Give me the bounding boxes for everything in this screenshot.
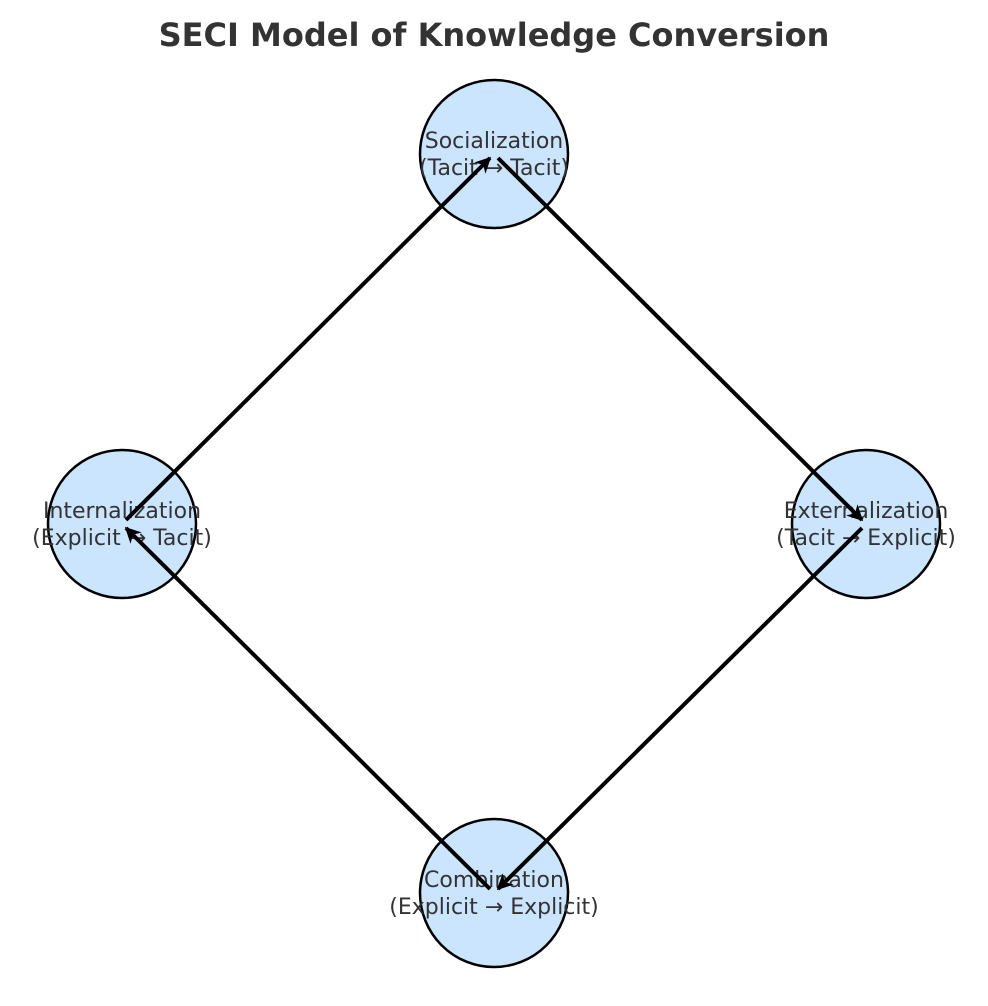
node-socialization-conversion: (Tacit → Tacit) — [419, 156, 569, 181]
arrow-externalization-to-combination — [496, 526, 864, 891]
node-internalization: Internalization (Explicit → Tacit) — [32, 448, 212, 600]
node-externalization: Externalization (Tacit → Explicit) — [776, 448, 956, 600]
node-combination-name: Combination — [424, 868, 564, 893]
nodes-layer: Socialization (Tacit → Tacit) Externaliz… — [32, 78, 956, 969]
node-socialization-name: Socialization — [425, 129, 564, 154]
node-combination: Combination (Explicit → Explicit) — [389, 817, 599, 969]
node-externalization-conversion: (Tacit → Explicit) — [776, 526, 956, 551]
arrow-internalization-to-socialization — [124, 156, 492, 522]
node-externalization-name: Externalization — [784, 499, 949, 524]
node-internalization-name: Internalization — [43, 499, 201, 524]
node-combination-conversion: (Explicit → Explicit) — [389, 895, 598, 920]
node-internalization-conversion: (Explicit → Tacit) — [32, 526, 212, 551]
diagram-title: SECI Model of Knowledge Conversion — [159, 16, 830, 54]
arrow-socialization-to-externalization — [496, 156, 864, 522]
arrow-combination-to-internalization — [124, 526, 492, 891]
edges-layer — [124, 156, 864, 891]
